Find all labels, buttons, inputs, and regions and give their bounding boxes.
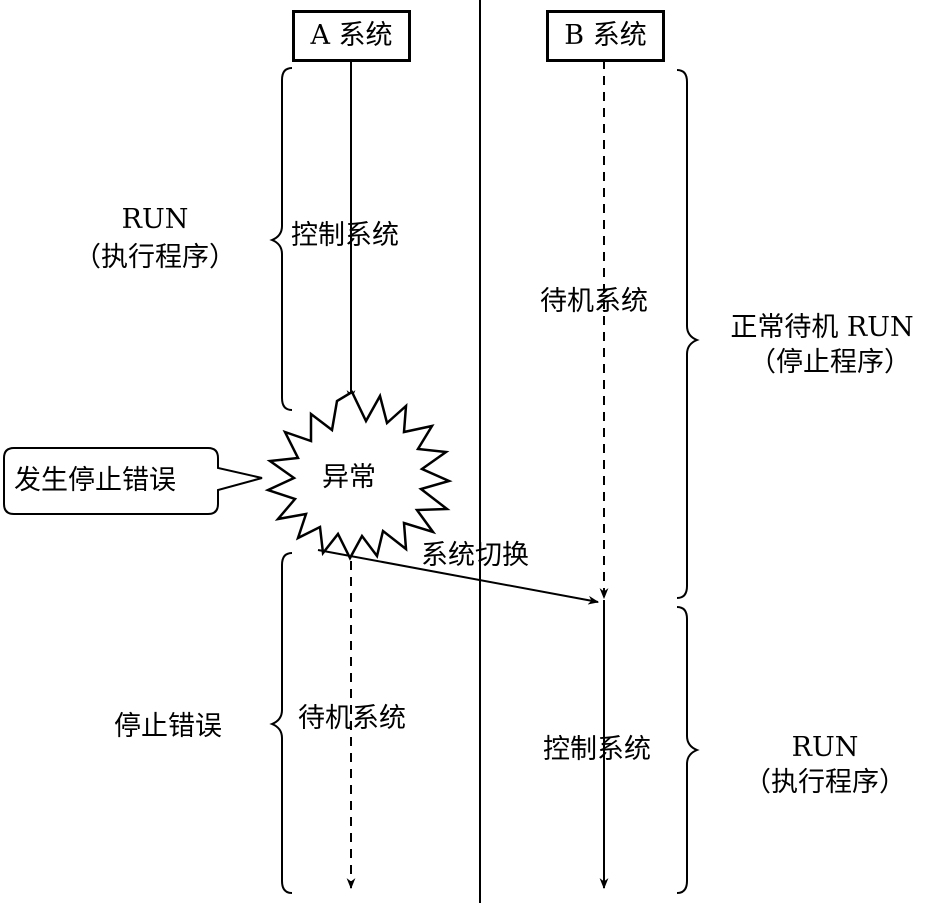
a-lower-role-label: 待机系统 <box>298 703 406 734</box>
b-upper-brace <box>676 69 700 599</box>
a-upper-state-line1: RUN <box>121 204 189 235</box>
a-upper-brace <box>269 67 293 411</box>
b-lower-state-line2: （执行程序） <box>744 767 906 798</box>
b-lower-role-label: 控制系统 <box>543 734 651 765</box>
a-lower-brace <box>269 552 293 894</box>
b-upper-state-line2: （停止程序） <box>749 347 911 378</box>
error-callout-text: 发生停止错误 <box>14 465 176 496</box>
system-b-title: B 系统 <box>564 20 647 51</box>
system-b-header: B 系统 <box>546 10 665 62</box>
abnormal-burst-label: 异常 <box>322 462 376 493</box>
b-upper-state-line1: 正常待机 RUN <box>730 312 914 343</box>
a-upper-state-line2: （执行程序） <box>74 242 236 273</box>
b-lower-brace <box>676 606 700 894</box>
b-upper-role-label: 待机系统 <box>540 286 648 317</box>
system-a-title: A 系统 <box>310 20 393 51</box>
abnormal-burst-shape <box>264 390 453 561</box>
switchover-label: 系统切换 <box>421 540 529 571</box>
system-a-header: A 系统 <box>292 10 411 62</box>
switchover-arrow <box>317 549 600 605</box>
a-upper-role-label: 控制系统 <box>291 220 399 251</box>
error-callout-bubble <box>3 447 263 515</box>
b-lower-state-line1: RUN <box>791 732 859 763</box>
a-lower-state-label: 停止错误 <box>114 711 222 742</box>
